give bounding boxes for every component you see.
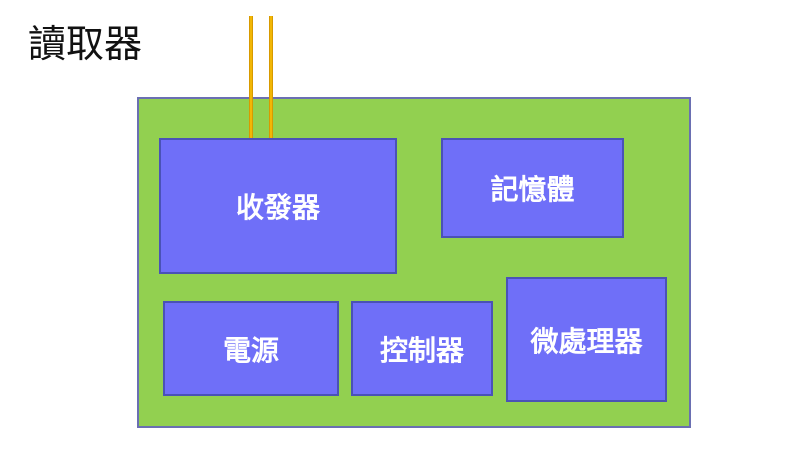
transceiver-block: 收發器 (159, 138, 397, 274)
transceiver-label: 收發器 (235, 191, 320, 224)
controller-label: 控制器 (379, 333, 464, 367)
memory-label: 記憶體 (490, 173, 575, 206)
power-block: 電源 (163, 301, 339, 396)
antenna-wire-right (269, 16, 273, 140)
microprocessor-block: 微處理器 (506, 277, 667, 402)
microprocessor-label: 微處理器 (530, 324, 643, 358)
antenna-wire-left (249, 16, 253, 140)
diagram-title: 讀取器 (28, 22, 143, 66)
power-label: 電源 (222, 333, 279, 367)
memory-block: 記憶體 (441, 138, 624, 238)
controller-block: 控制器 (351, 301, 493, 396)
